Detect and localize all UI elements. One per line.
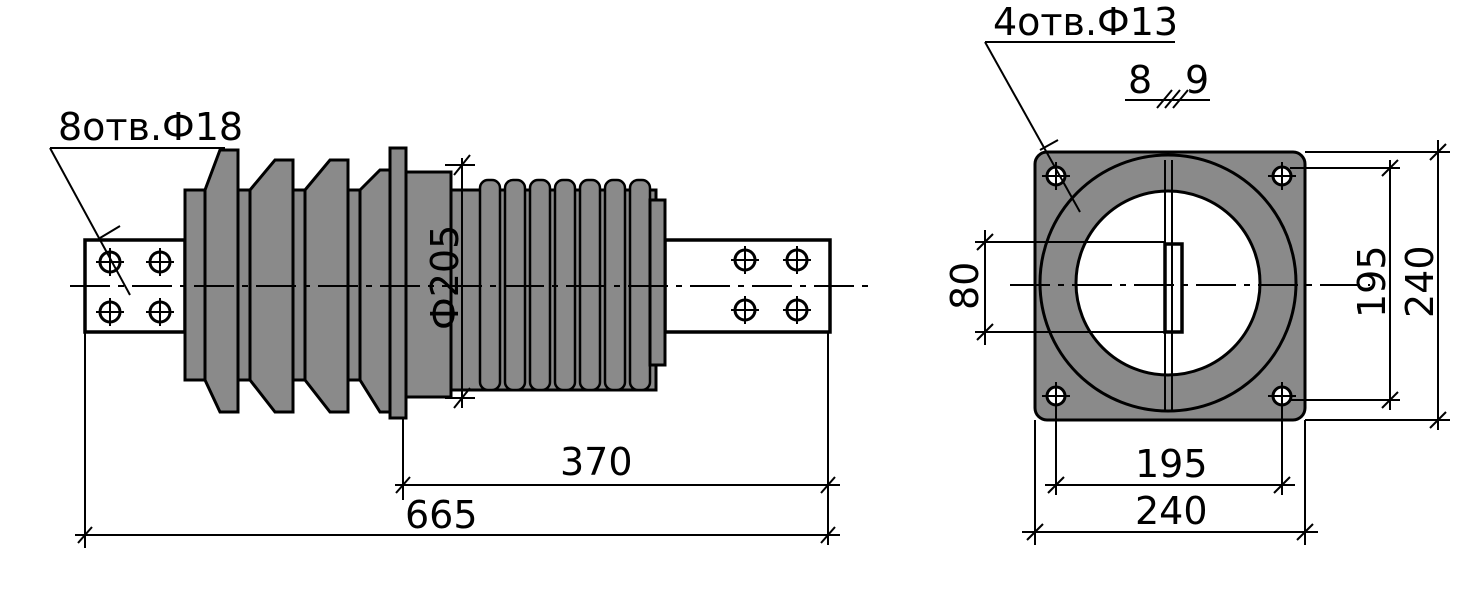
bolt-hole-icon xyxy=(783,296,811,324)
dimension-195-horizontal: 195 xyxy=(1045,410,1295,495)
dimension-370-text: 370 xyxy=(560,440,633,484)
dimension-665: 665 xyxy=(75,332,840,548)
diameter-text: Ф205 xyxy=(423,225,467,330)
bolt-hole-icon xyxy=(1268,162,1296,190)
bolt-hole-icon xyxy=(1268,382,1296,410)
bolt-hole-icon xyxy=(146,248,174,276)
corner-holes xyxy=(1042,162,1296,410)
slot-dim-b-text: 9 xyxy=(1185,58,1209,102)
dimension-240-horizontal-text: 240 xyxy=(1135,489,1208,533)
holes-callout-end-text: 4отв.Ф13 xyxy=(993,0,1178,44)
bolt-hole-icon xyxy=(1042,382,1070,410)
dimension-195-vertical: 195 xyxy=(1290,159,1400,410)
dimension-195-vertical-text: 195 xyxy=(1350,245,1394,318)
bolt-hole-icon xyxy=(731,246,759,274)
bolt-hole-icon xyxy=(1042,162,1070,190)
slot-dimension: 8 9 xyxy=(1125,58,1210,109)
diameter-dimension: Ф205 xyxy=(423,154,475,409)
holes-callout-side: 8отв.Ф18 xyxy=(49,105,243,296)
dimension-370: 370 xyxy=(395,332,840,545)
holes-callout-end: 4отв.Ф13 xyxy=(984,0,1178,213)
dimension-80-text: 80 xyxy=(943,262,987,310)
dimension-240-vertical: 240 xyxy=(1305,140,1450,430)
bolt-hole-icon xyxy=(96,248,124,276)
collar xyxy=(404,170,453,399)
mounting-flange xyxy=(388,146,408,420)
inner-circle xyxy=(1074,189,1262,377)
dimension-665-text: 665 xyxy=(405,493,478,537)
slot-dim-a-text: 8 xyxy=(1128,58,1152,102)
holes-callout-text: 8отв.Ф18 xyxy=(58,105,243,149)
side-view: 8отв.Ф18 Ф205 370 665 xyxy=(49,105,875,548)
bolt-hole-icon xyxy=(96,298,124,326)
bolt-hole-icon xyxy=(731,296,759,324)
end-view: 4отв.Ф13 8 9 80 195 xyxy=(943,0,1450,545)
bolt-hole-icon xyxy=(146,298,174,326)
porcelain-sheds xyxy=(183,148,402,414)
dimension-80: 80 xyxy=(943,230,1165,345)
dimension-240-horizontal: 240 xyxy=(1022,420,1318,545)
dimension-195-horizontal-text: 195 xyxy=(1135,442,1208,486)
dimension-240-vertical-text: 240 xyxy=(1398,245,1442,318)
terminal-holes xyxy=(96,246,811,326)
bolt-hole-icon xyxy=(783,246,811,274)
